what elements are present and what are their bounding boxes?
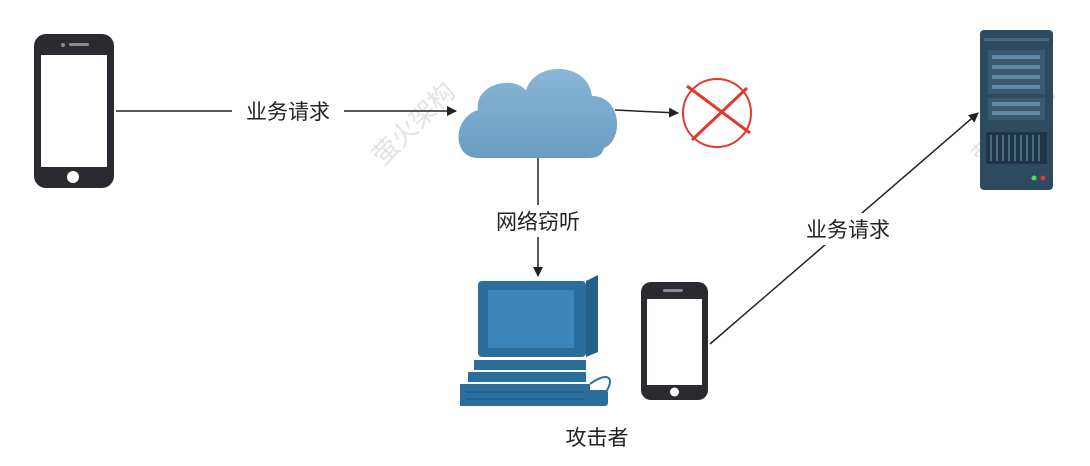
blocked-arrow <box>614 107 679 118</box>
server-rack-icon <box>980 30 1053 190</box>
request-arrow-left: 业务请求 <box>116 96 457 126</box>
eavesdrop-arrow: 网络窃听 <box>482 158 594 277</box>
watermark-text: 萤火架构 <box>367 77 462 172</box>
desktop-computer-icon <box>460 275 611 406</box>
attacker-phone-icon <box>641 282 708 400</box>
request-label-left: 业务请求 <box>246 100 330 124</box>
blocked-cross-icon <box>682 78 752 148</box>
eavesdrop-label: 网络窃听 <box>496 210 580 234</box>
attacker-label: 攻击者 <box>566 426 629 450</box>
request-label-right: 业务请求 <box>806 218 890 242</box>
request-arrow-right: 业务请求 <box>709 112 979 345</box>
cloud-network-icon <box>458 68 618 158</box>
client-phone-icon <box>34 34 114 188</box>
